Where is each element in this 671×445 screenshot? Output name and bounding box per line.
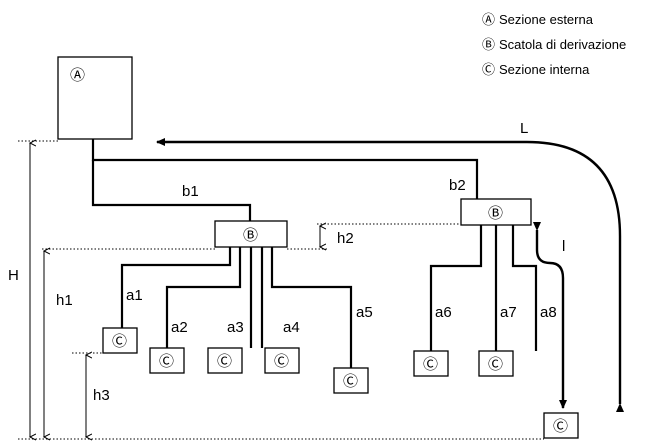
label-a2: a2	[171, 319, 188, 336]
dimension-lines	[30, 143, 320, 437]
indoor-unit-2: Ⓒ	[149, 347, 185, 374]
legend-symbol-c: Ⓒ	[482, 63, 495, 78]
label-a8: a8	[540, 304, 557, 321]
svg-text:Ⓒ: Ⓒ	[112, 332, 127, 350]
branch-pipes-right	[429, 225, 538, 351]
svg-text:Ⓒ: Ⓒ	[553, 417, 568, 435]
label-l: l	[562, 238, 565, 255]
label-b1: b1	[182, 183, 199, 200]
legend-text-a: Sezione esterna	[499, 12, 594, 27]
label-h2: h2	[337, 230, 354, 247]
label-h3: h3	[93, 387, 110, 404]
indoor-unit-6: Ⓒ	[413, 350, 449, 377]
svg-text:Ⓒ: Ⓒ	[274, 352, 289, 370]
indoor-unit-3: Ⓒ	[207, 347, 243, 374]
label-h1: h1	[56, 292, 73, 309]
label-a4: a4	[283, 319, 300, 336]
legend-text-c: Sezione interna	[499, 62, 590, 77]
branch-box-left: Ⓑ	[214, 220, 288, 248]
branch-box-right-symbol: Ⓑ	[488, 204, 503, 222]
indoor-unit-7: Ⓒ	[478, 350, 514, 377]
indoor-unit-4: Ⓒ	[264, 347, 300, 374]
branch-box-right: Ⓑ	[460, 198, 532, 226]
svg-text:Ⓒ: Ⓒ	[343, 372, 358, 390]
label-H: H	[8, 267, 19, 284]
label-b2: b2	[449, 177, 466, 194]
legend: Ⓐ Sezione esterna Ⓑ Scatola di derivazio…	[482, 12, 626, 78]
length-L-arrow	[156, 138, 624, 412]
outdoor-unit-symbol: Ⓐ	[70, 66, 85, 84]
svg-text:Ⓒ: Ⓒ	[423, 355, 438, 373]
indoor-unit-8: Ⓒ	[543, 412, 579, 439]
label-a6: a6	[435, 304, 452, 321]
outdoor-unit: Ⓐ	[57, 56, 133, 140]
svg-text:Ⓒ: Ⓒ	[488, 355, 503, 373]
label-a7: a7	[500, 304, 517, 321]
indoor-units: Ⓒ Ⓒ Ⓒ Ⓒ Ⓒ Ⓒ Ⓒ Ⓒ	[102, 327, 579, 439]
legend-symbol-b: Ⓑ	[482, 38, 495, 53]
legend-text-b: Scatola di derivazione	[499, 37, 626, 52]
indoor-unit-1: Ⓒ	[102, 327, 138, 354]
label-a5: a5	[356, 304, 373, 321]
indoor-unit-5: Ⓒ	[333, 367, 369, 394]
legend-symbol-a: Ⓐ	[482, 13, 495, 28]
svg-text:Ⓒ: Ⓒ	[217, 352, 232, 370]
main-piping	[91, 139, 479, 221]
label-a3: a3	[227, 319, 244, 336]
label-a1: a1	[126, 287, 143, 304]
branch-box-left-symbol: Ⓑ	[243, 226, 258, 244]
label-L: L	[520, 120, 528, 137]
length-l-arrow	[533, 222, 567, 409]
svg-text:Ⓒ: Ⓒ	[159, 352, 174, 370]
